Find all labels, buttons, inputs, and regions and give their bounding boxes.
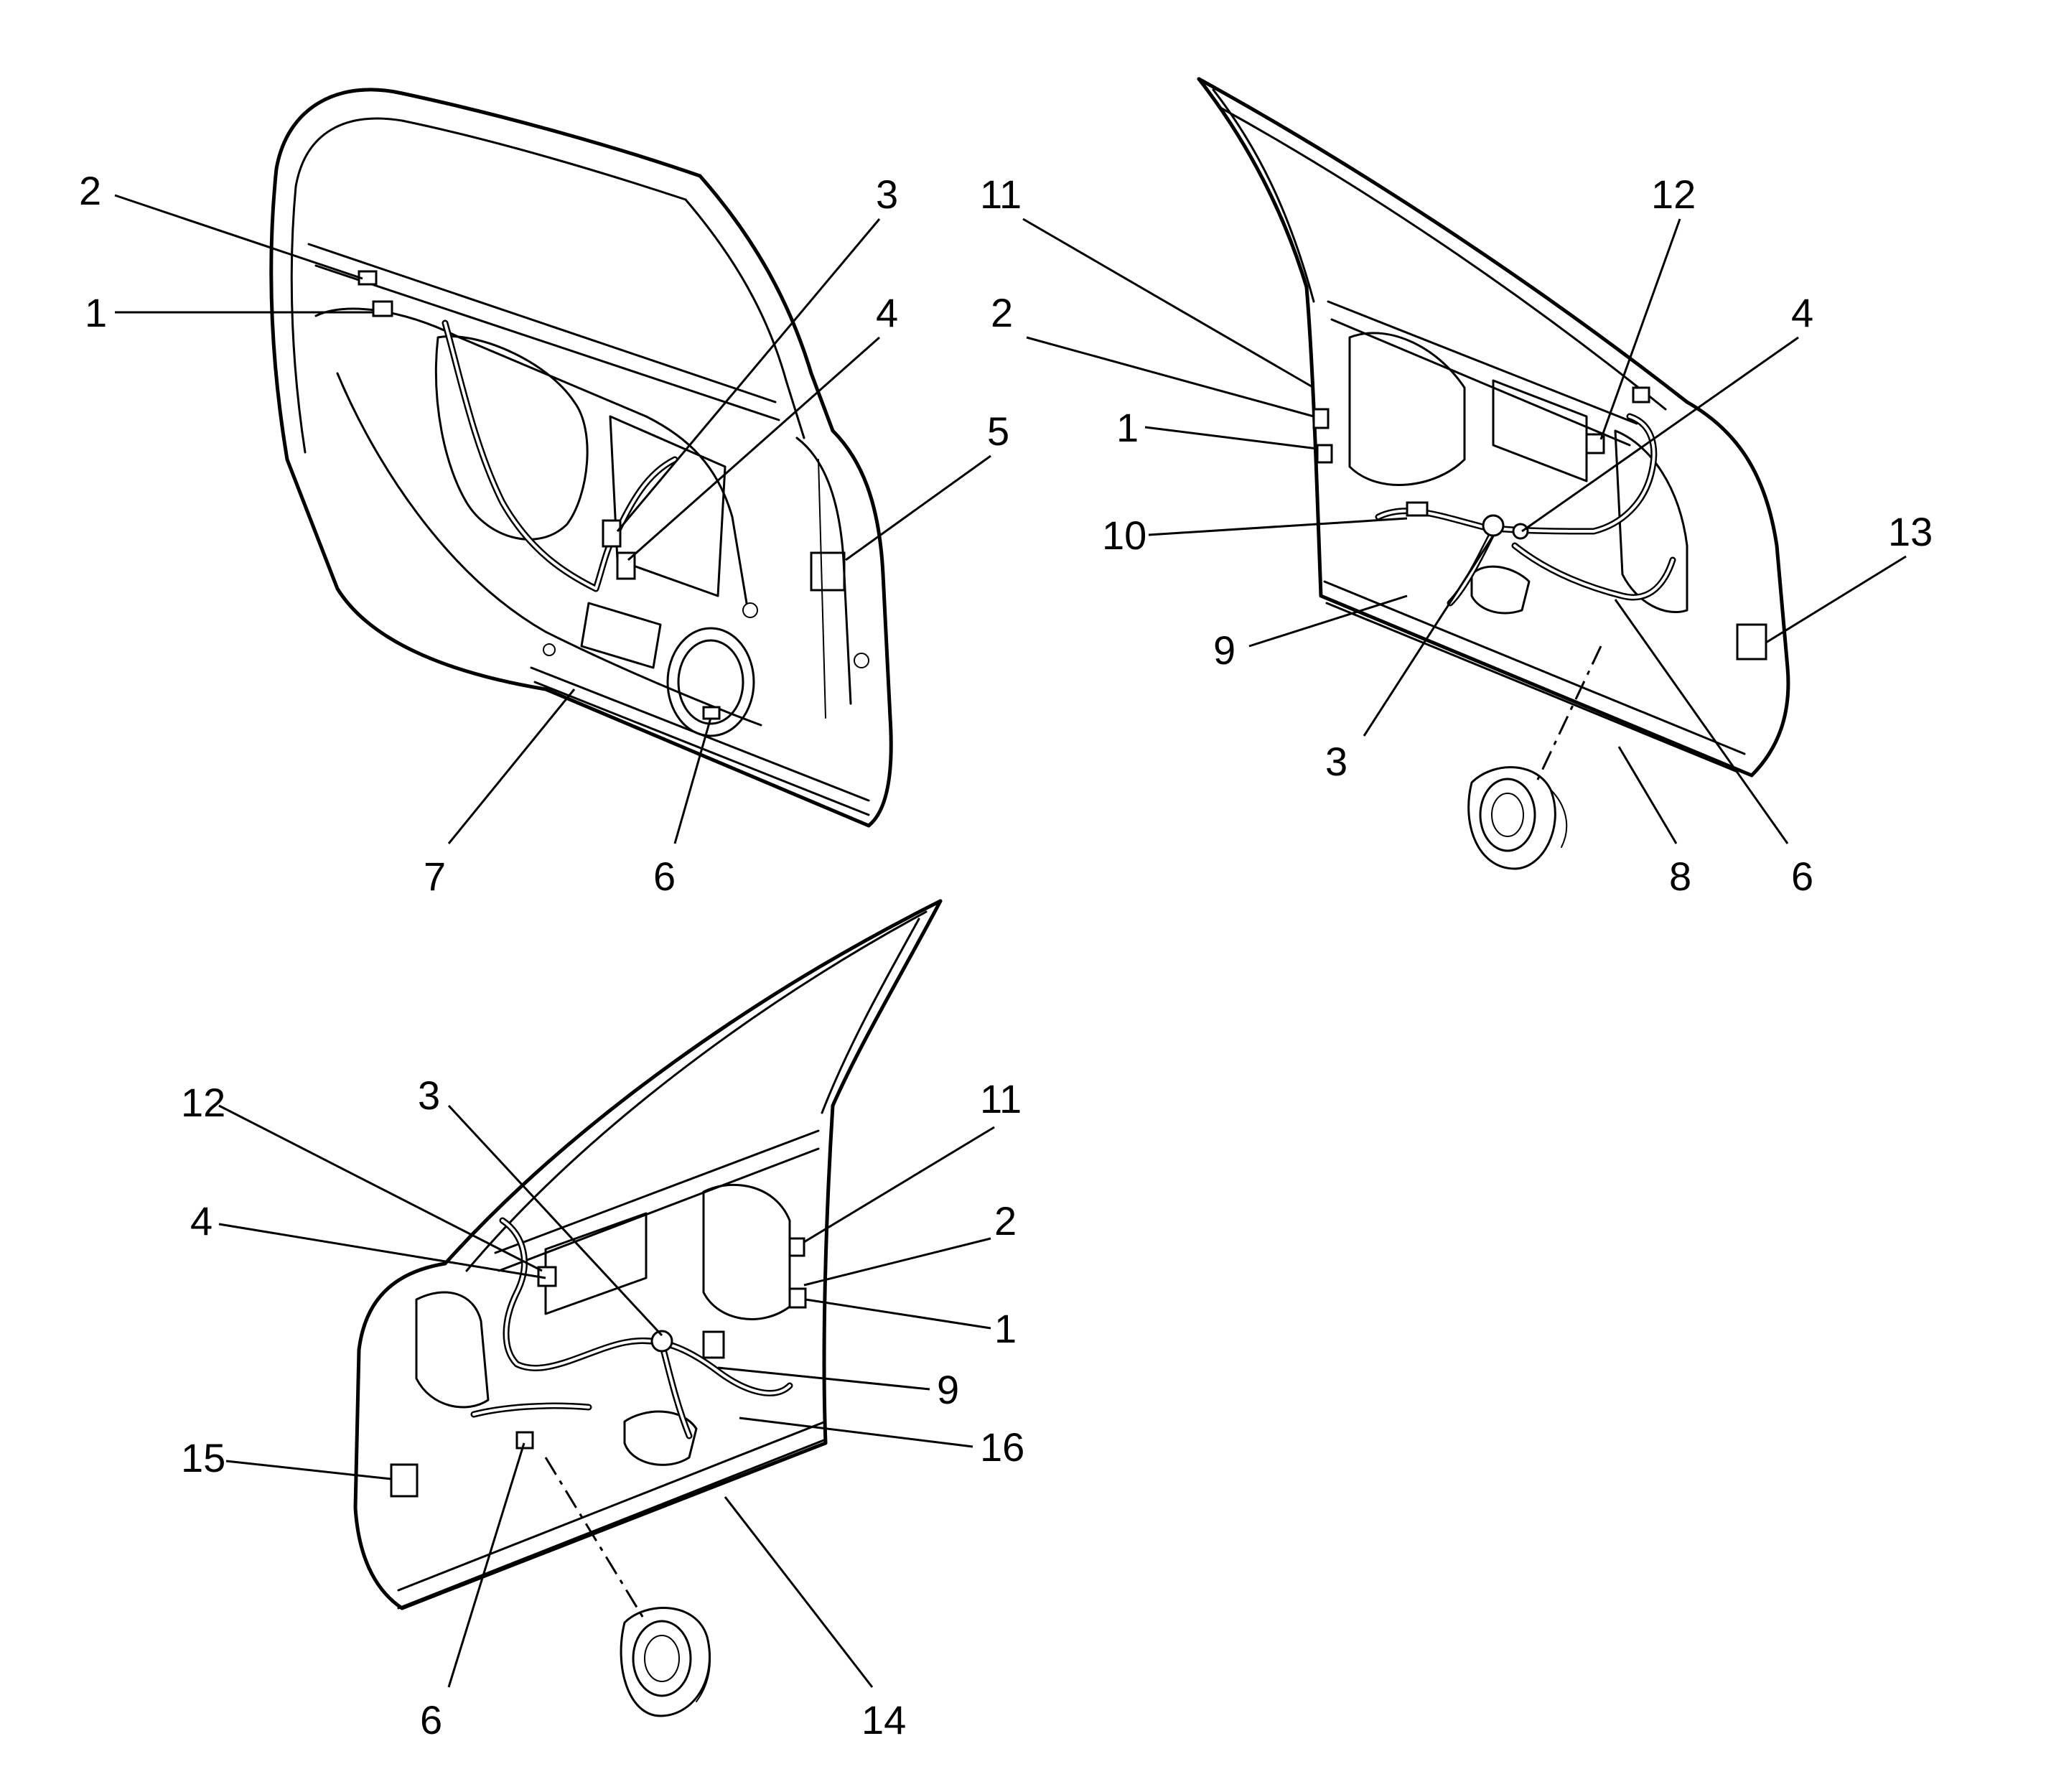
callout-label: 1 — [994, 1306, 1017, 1351]
callout-label: 3 — [876, 172, 898, 217]
callout-label: 1 — [85, 290, 107, 335]
callout-label: 15 — [181, 1435, 225, 1480]
callout-label: 2 — [994, 1198, 1017, 1243]
callout-label: 4 — [1791, 290, 1813, 335]
callout-label: 3 — [1325, 739, 1347, 784]
callout-label: 4 — [190, 1198, 212, 1243]
callout-label: 13 — [1888, 509, 1933, 554]
callout-label: 4 — [876, 290, 898, 335]
callout-label: 6 — [653, 854, 676, 899]
speaker-exploded-lower — [620, 1607, 711, 1717]
front-door-upper-leaders — [1022, 218, 1907, 844]
rear-door-illustration — [269, 88, 893, 828]
front-door-upper-illustration — [1197, 77, 1790, 870]
callout-label: 6 — [420, 1697, 442, 1742]
callout-label: 5 — [987, 409, 1009, 454]
callout-label: 14 — [861, 1697, 906, 1742]
callout-label: 11 — [980, 172, 1022, 217]
callout-label: 8 — [1669, 854, 1691, 899]
callout-label: 2 — [79, 168, 101, 213]
callout-label: 12 — [181, 1080, 225, 1125]
callout-label: 9 — [1213, 627, 1235, 673]
callout-label: 12 — [1651, 172, 1696, 217]
callout-label: 9 — [937, 1367, 959, 1412]
speaker-exploded-upper — [1467, 766, 1568, 870]
rear-door-leaders — [114, 194, 991, 844]
callout-label: 10 — [1102, 513, 1146, 558]
callout-label: 3 — [418, 1073, 440, 1118]
callout-label: 7 — [424, 854, 446, 899]
rear-door-callouts: 1 2 3 4 5 6 7 — [79, 168, 1009, 899]
callout-label: 1 — [1116, 405, 1139, 450]
front-door-upper-callouts: 1 2 3 4 6 8 9 10 11 12 13 — [980, 172, 1933, 899]
callout-label: 6 — [1791, 854, 1813, 899]
front-door-lower-leaders — [218, 1104, 995, 1688]
front-door-lower-illustration — [353, 899, 943, 1717]
callout-label: 11 — [980, 1076, 1022, 1121]
callout-label: 2 — [991, 290, 1013, 335]
callout-label: 16 — [980, 1424, 1024, 1470]
front-door-lower-callouts: 1 2 3 4 6 9 11 12 14 15 16 — [181, 1073, 1024, 1742]
